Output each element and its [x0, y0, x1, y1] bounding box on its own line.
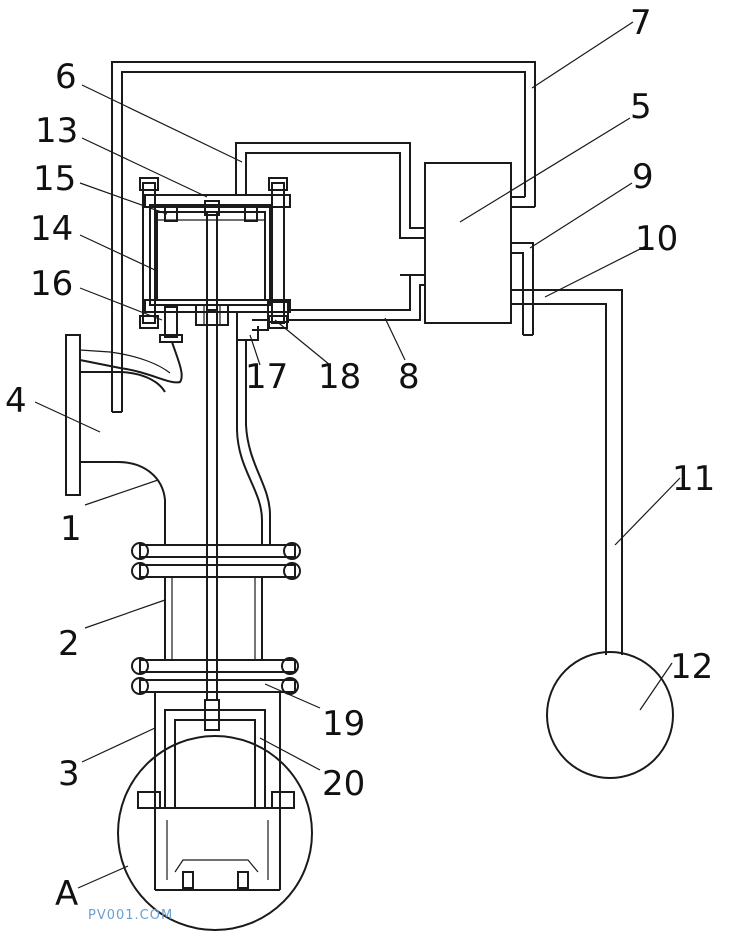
label-14: 14 [30, 209, 73, 249]
label-18: 18 [318, 357, 361, 397]
label-2: 2 [58, 624, 80, 664]
section-3 [137, 692, 295, 891]
piston-rod [206, 309, 218, 701]
label-19: 19 [322, 704, 365, 744]
detail-circle-a [117, 735, 313, 931]
pipe-8 [288, 274, 425, 321]
sensor-wire [79, 341, 183, 384]
pipe-7 [111, 61, 536, 413]
label-12: 12 [670, 647, 713, 687]
control-box-5 [424, 162, 512, 324]
label-4: 4 [5, 381, 27, 421]
label-7: 7 [630, 3, 652, 43]
label-17: 17 [245, 357, 288, 397]
label-11: 11 [672, 459, 715, 499]
section-2 [131, 577, 299, 695]
label-1: 1 [60, 509, 82, 549]
pipe-6 [235, 142, 425, 239]
label-8: 8 [398, 357, 420, 397]
label-20: 20 [322, 764, 365, 804]
label-5: 5 [630, 87, 652, 127]
label-9: 9 [632, 157, 654, 197]
watermark: PV001.COM [88, 908, 173, 923]
leader-lines [34, 21, 681, 889]
label-6: 6 [55, 57, 77, 97]
label-3: 3 [58, 754, 80, 794]
pipe-10-11 [511, 289, 623, 655]
label-15: 15 [33, 159, 76, 199]
reference-labels: 7 6 5 13 9 15 14 10 16 17 18 8 4 11 1 2 … [5, 3, 715, 914]
label-10: 10 [635, 219, 678, 259]
float-12 [546, 651, 674, 779]
label-13: 13 [35, 111, 78, 151]
label-a: A [55, 874, 78, 914]
cylinder-assembly [139, 177, 291, 343]
label-16: 16 [30, 264, 73, 304]
